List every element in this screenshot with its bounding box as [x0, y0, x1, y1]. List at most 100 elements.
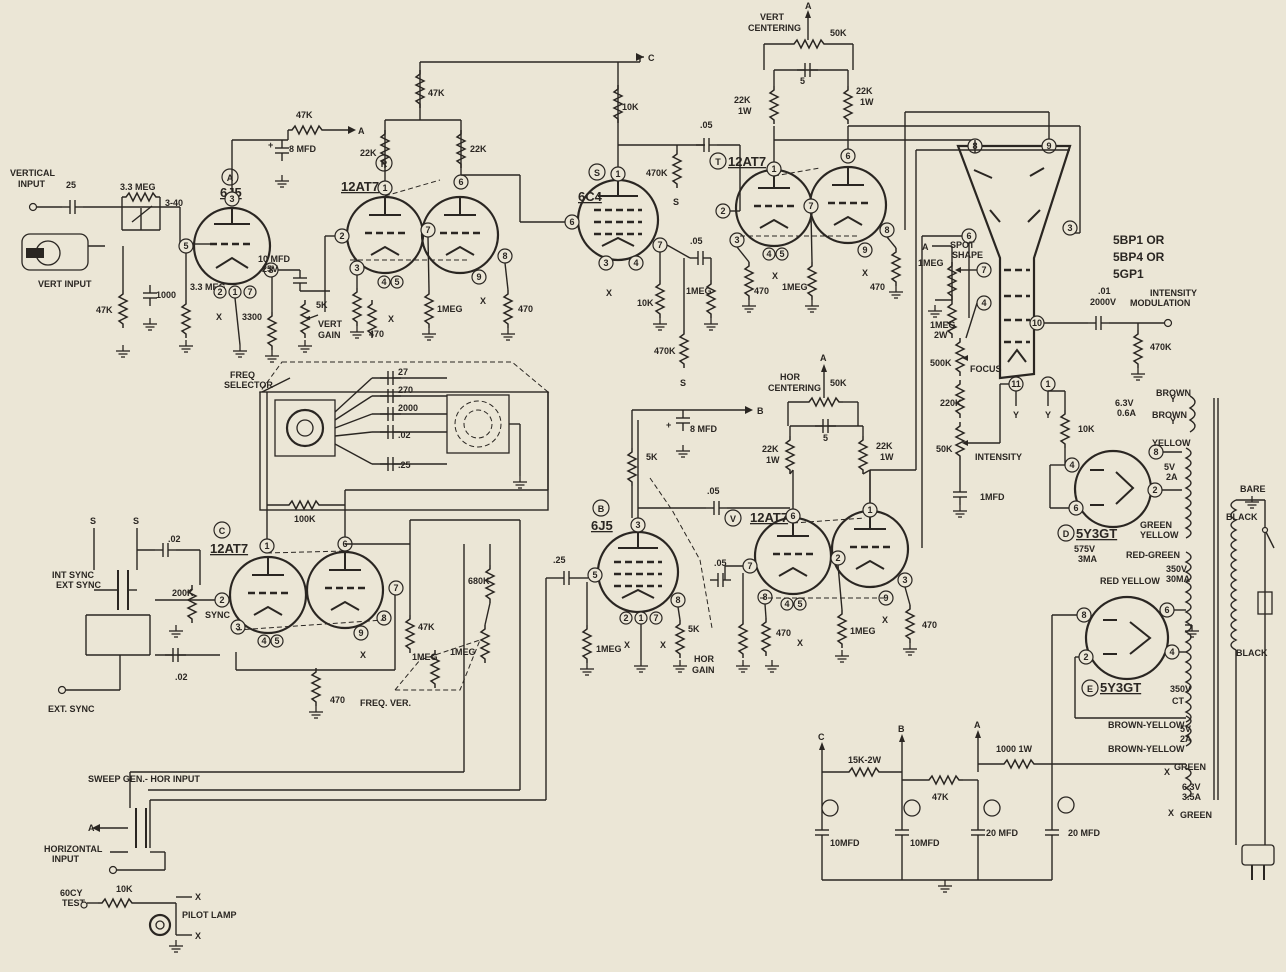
- transformer-black-2: BLACK: [1236, 648, 1268, 658]
- svg-text:1: 1: [638, 613, 643, 623]
- r-1meg-2w-watt: 2W: [934, 330, 948, 340]
- r-47k-top-value: 47K: [428, 88, 445, 98]
- r-10k-s2-value: 10K: [637, 298, 654, 308]
- arrow-b-1: B: [757, 406, 764, 416]
- r-1000-1w-value: 1000 1W: [996, 744, 1033, 754]
- c-05-s-value: .05: [700, 120, 713, 130]
- freq-cap-2000: 2000: [398, 403, 418, 413]
- freq-selector-section: FREQ SELECTOR 27 270 2000 .02 .25: [224, 361, 550, 511]
- x-mark-b: X: [624, 640, 630, 650]
- power-switch[interactable]: [1261, 526, 1275, 549]
- x-mark-tr2: X: [1168, 808, 1174, 818]
- x-mark-t2: X: [862, 268, 868, 278]
- ext-sync-terminal[interactable]: [57, 685, 67, 695]
- r-22k-1w-v2-watt: 1W: [860, 97, 874, 107]
- transformer-brown-yellow-2: BROWN-YELLOW: [1108, 744, 1185, 754]
- r-220k-value: 220K: [940, 398, 962, 408]
- c-10mfd-voltage: 25V: [262, 264, 278, 274]
- ext-sync-input-label: EXT. SYNC: [48, 704, 95, 714]
- svg-text:4: 4: [1169, 647, 1174, 657]
- svg-text:1: 1: [382, 183, 387, 193]
- transformer-red-green: RED-GREEN: [1126, 550, 1180, 560]
- r-100k-value: 100K: [294, 514, 316, 524]
- svg-text:6: 6: [966, 231, 971, 241]
- r-470-t2-value: 470: [870, 282, 885, 292]
- svg-text:4: 4: [1069, 460, 1074, 470]
- x-mark-tr1: X: [1164, 767, 1170, 777]
- transformer-30ma: 30MA: [1166, 574, 1191, 584]
- crt-type-1: 5BP1 OR: [1113, 233, 1165, 247]
- tube-v-type: 12AT7: [750, 510, 788, 525]
- svg-text:3: 3: [1067, 223, 1072, 233]
- svg-text:5: 5: [592, 570, 597, 580]
- svg-text:2: 2: [217, 287, 222, 297]
- int-ext-sync-switch[interactable]: [94, 570, 137, 610]
- svg-text:E: E: [1087, 684, 1093, 694]
- transformer-green-1: GREEN: [1174, 762, 1206, 772]
- svg-text:2: 2: [1152, 485, 1157, 495]
- y-mark-t2: Y: [1170, 416, 1176, 426]
- svg-text:9: 9: [1046, 141, 1051, 151]
- r-1meg-r-value: 1MEG: [437, 304, 463, 314]
- vertical-input-label: VERTICAL: [10, 168, 56, 178]
- vertical-input-terminal[interactable]: [28, 202, 38, 212]
- c-05-b-value: .05: [707, 486, 720, 496]
- horizontal-input-label-2: INPUT: [52, 854, 80, 864]
- svg-text:5: 5: [183, 241, 188, 251]
- svg-text:8: 8: [675, 595, 680, 605]
- horizontal-input-label: HORIZONTAL: [44, 844, 103, 854]
- r-680k-value: 680K: [468, 576, 490, 586]
- horizontal-input-terminal[interactable]: [108, 865, 118, 875]
- power-supply-filter: C B A 15K-2W 47K 1000 1W 10MFD 10MFD 20 …: [814, 720, 1186, 893]
- transformer-black-1: BLACK: [1226, 512, 1258, 522]
- vert-input-jack[interactable]: [21, 233, 105, 271]
- freq-cap-270: 270: [398, 385, 413, 395]
- svg-text:6: 6: [1073, 503, 1078, 513]
- r-1meg-2w-value-b: 1MEG: [930, 320, 956, 330]
- svg-text:1: 1: [867, 505, 872, 515]
- intensity-modulation-terminal[interactable]: [1163, 318, 1173, 328]
- power-transformer: BROWN BROWN 6.3V 0.6A Y Y YELLOW 5V 2A G…: [1074, 388, 1275, 880]
- freq-selector-switch-right[interactable]: [446, 394, 510, 454]
- svg-text:7: 7: [747, 561, 752, 571]
- r-22k-r2-value: 22K: [470, 144, 487, 154]
- spot-shape-label-2: SHAPE: [952, 250, 983, 260]
- r-1meg-b-value: 1MEG: [596, 644, 622, 654]
- r-33meg-value: 3.3 MEG: [120, 182, 156, 192]
- c-01-2000v-voltage: 2000V: [1090, 297, 1116, 307]
- svg-text:8: 8: [268, 265, 273, 275]
- test-60cy-terminal[interactable]: [80, 901, 88, 909]
- r-1meg-c-value-2: 1MEG: [450, 647, 476, 657]
- svg-text:8: 8: [502, 251, 507, 261]
- hor-gain-label: HOR: [694, 654, 715, 664]
- sweep-gen-label: SWEEP GEN.- HOR INPUT: [88, 774, 200, 784]
- r-1meg-s-value: 1MEG: [686, 286, 712, 296]
- arrow-a-3: A: [922, 242, 929, 252]
- svg-text:8: 8: [762, 592, 767, 602]
- transformer-350v: 350V: [1166, 564, 1187, 574]
- r-470-c-value: 470: [330, 695, 345, 705]
- arrow-a-2: A: [805, 1, 812, 11]
- c-1mfd-value: 1MFD: [980, 492, 1005, 502]
- test-60cy-label: 60CY: [60, 888, 83, 898]
- transformer-green-yellow: GREEN: [1140, 520, 1172, 530]
- svg-text:+: +: [666, 420, 671, 430]
- r-10k-pilot-value: 10K: [116, 884, 133, 894]
- svg-text:3: 3: [902, 575, 907, 585]
- tube-r: R 12AT7 1 6 2 7 3 4 5 9 8 22K 22K 47K C …: [324, 53, 655, 341]
- freq-cap-27: 27: [398, 367, 408, 377]
- c-20mfd-p1-value: 20 MFD: [986, 828, 1019, 838]
- x-mark-a: X: [216, 312, 222, 322]
- r-22k-1w-h1-value: 22K: [762, 444, 779, 454]
- arrow-c-2: C: [818, 732, 825, 742]
- transformer-bare: BARE: [1240, 484, 1266, 494]
- svg-text:8: 8: [884, 225, 889, 235]
- svg-text:2: 2: [623, 613, 628, 623]
- intensity-label: INTENSITY: [975, 452, 1022, 462]
- transformer-350v-ct: 350V: [1170, 684, 1191, 694]
- svg-text:1: 1: [264, 541, 269, 551]
- sweep-gen-switch[interactable]: [100, 772, 151, 848]
- r-200k-value: 200K: [172, 588, 194, 598]
- r-22k-1w-h2-value: 22K: [876, 441, 893, 451]
- vert-centering-label: VERT: [760, 12, 785, 22]
